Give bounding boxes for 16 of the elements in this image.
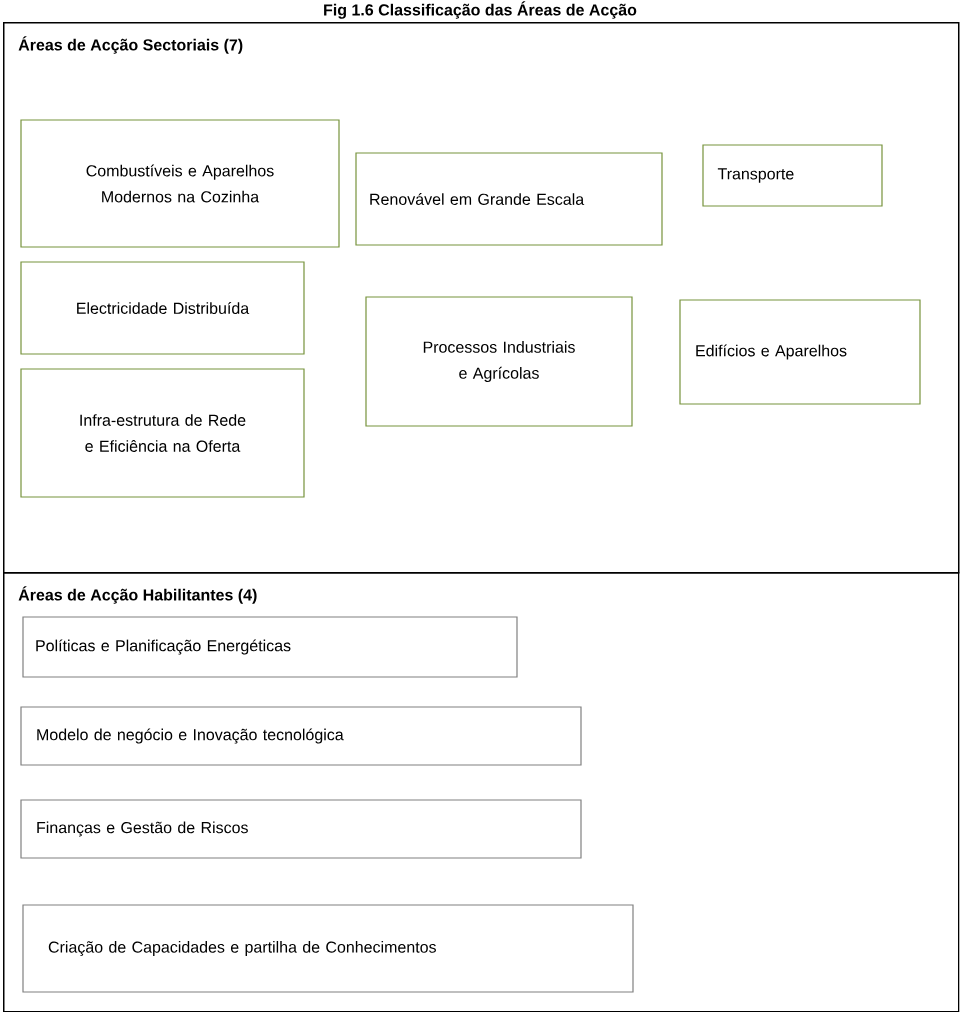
area-box: Electricidade Distribuída xyxy=(20,261,305,355)
figure-title: Fig 1.6 Classificação das Áreas de Acção xyxy=(324,1,637,19)
area-box: Combustíveis e Aparelhos Modernos na Cozinha xyxy=(20,119,340,248)
section-heading: Áreas de Acção Sectoriais (7) xyxy=(18,36,243,54)
area-box: Renovável em Grande Escala xyxy=(355,152,663,246)
section-panel xyxy=(3,22,960,574)
section-panel xyxy=(3,572,960,1012)
area-box: Políticas e Planificação Energéticas xyxy=(22,616,518,678)
area-box: Finanças e Gestão de Riscos xyxy=(20,799,582,859)
area-box: Infra-estrutura de Rede e Eficiência na Oferta xyxy=(20,368,305,498)
section-heading: Áreas de Acção Habilitantes (4) xyxy=(18,586,257,604)
area-box: Criação de Capacidades e partilha de Conhecimentos xyxy=(22,904,634,993)
area-box: Transporte xyxy=(702,144,883,207)
area-box: Processos Industriais e Agrícolas xyxy=(365,296,633,427)
area-box: Edifícios e Aparelhos xyxy=(679,299,921,405)
area-box: Modelo de negócio e Inovação tecnológica xyxy=(20,706,582,766)
